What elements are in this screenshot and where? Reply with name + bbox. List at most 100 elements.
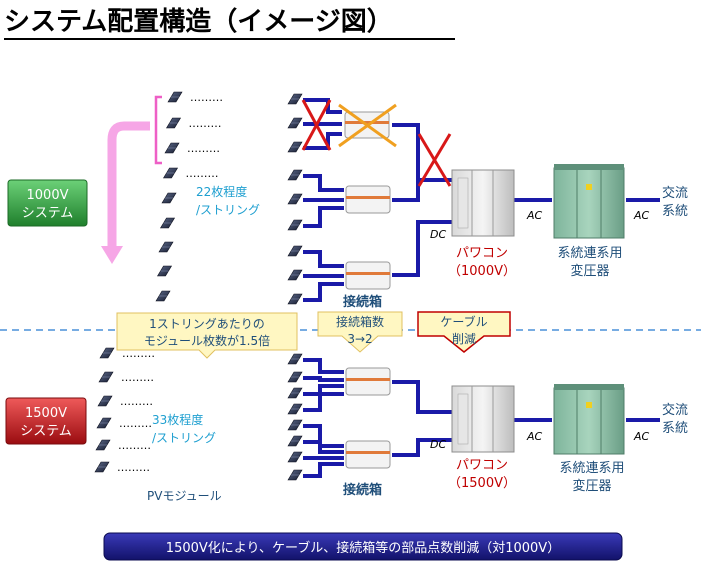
pv-panel-icon bbox=[99, 347, 115, 359]
junction-box-1500-a bbox=[345, 367, 391, 396]
page-title: システム配置構造（イメージ図） bbox=[4, 7, 393, 37]
ac-label-1500-a: AC bbox=[526, 430, 543, 443]
transformer-1000-line2: 変圧器 bbox=[570, 263, 609, 279]
strings-note-1000-line2: /ストリング bbox=[196, 203, 260, 217]
string-ellipsis: ……… bbox=[189, 117, 222, 130]
transformer-1000 bbox=[553, 164, 625, 239]
pv-panel-icon bbox=[158, 241, 174, 253]
wiring-1000 bbox=[303, 98, 660, 302]
pv-panel-icon bbox=[287, 353, 303, 365]
pv-panel-icon bbox=[287, 141, 303, 153]
pv-strings-1500-right bbox=[287, 353, 303, 481]
pv-panel-icon bbox=[157, 265, 172, 277]
pv-panel-icon bbox=[160, 217, 175, 229]
pv-panel-icon bbox=[287, 371, 303, 383]
pv-panel-icon bbox=[164, 142, 180, 154]
summary-text: 1500V化により、ケーブル、接続箱等の部品点数削減（対1000V） bbox=[166, 540, 560, 556]
callout-cable-line1: ケーブル bbox=[440, 314, 487, 329]
pv-panel-icon bbox=[96, 417, 112, 429]
callout-modules-per-string: 1ストリングあたりの モジュール枚数が1.5倍 bbox=[116, 312, 298, 359]
dc-label-1000: DC bbox=[430, 228, 446, 241]
pv-panel-icon bbox=[287, 169, 303, 181]
transformer-1500 bbox=[553, 384, 625, 455]
pink-arrow-head bbox=[101, 246, 123, 264]
junction-box-1500-label: 接続箱 bbox=[343, 482, 382, 498]
pcs-1000-voltage: （1000V） bbox=[448, 264, 516, 279]
pcs-1500-label: パワコン bbox=[456, 458, 508, 473]
string-ellipsis: ……… bbox=[187, 142, 220, 155]
pv-panel-icon bbox=[287, 451, 303, 463]
pv-panel-icon bbox=[155, 290, 171, 302]
badge-1500v: 1500V システム bbox=[5, 397, 87, 445]
string-ellipsis: ……… bbox=[121, 371, 154, 384]
pv-strings-1500-left: ……………………………………………… bbox=[94, 347, 155, 474]
strings-note-1000-line1: 22枚程度 bbox=[196, 184, 247, 199]
string-ellipsis: ……… bbox=[120, 395, 153, 408]
ac-label-1000-b: AC bbox=[633, 209, 650, 222]
removed-wiring-cross bbox=[301, 99, 452, 187]
grid-1500-line2: 系統 bbox=[662, 421, 688, 436]
pv-panel-icon bbox=[161, 192, 177, 204]
transformer-1500-line1: 系統連系用 bbox=[559, 461, 624, 476]
badge-1000v-line1: 1000V bbox=[27, 188, 69, 203]
callout-cable-line2: 削減 bbox=[452, 331, 476, 346]
string-ellipsis: ……… bbox=[119, 417, 152, 430]
pv-panel-icon bbox=[287, 245, 303, 257]
pv-panel-icon bbox=[287, 435, 303, 447]
badge-1500v-line1: 1500V bbox=[25, 406, 67, 421]
strings-note-1500-line2: /ストリング bbox=[152, 431, 216, 445]
string-ellipsis: ……… bbox=[190, 91, 223, 104]
pv-panel-icon bbox=[166, 117, 181, 129]
pv-panel-icon bbox=[287, 387, 303, 399]
badge-1000v-line2: システム bbox=[22, 206, 74, 221]
pv-strings-1000-left: ……… ……… ……… ……… bbox=[155, 91, 223, 302]
pv-panel-icon bbox=[287, 117, 303, 129]
callout-junction-count: 接続箱数 3→2 bbox=[317, 311, 403, 353]
summary-bar: 1500V化により、ケーブル、接続箱等の部品点数削減（対1000V） bbox=[103, 532, 623, 561]
junction-box-1000-removed bbox=[338, 103, 397, 148]
pv-panel-icon bbox=[287, 219, 303, 231]
callout-modules-line1: 1ストリングあたりの bbox=[149, 317, 265, 331]
grid-1500-line1: 交流 bbox=[662, 402, 688, 418]
grid-1000-line2: 系統 bbox=[662, 204, 688, 219]
callout-junction-line1: 接続箱数 bbox=[336, 314, 384, 329]
pv-panel-icon bbox=[287, 93, 303, 105]
pcs-1500-voltage: （1500V） bbox=[448, 476, 516, 491]
ac-label-1000-a: AC bbox=[526, 209, 543, 222]
pv-strings-1000-right bbox=[287, 93, 303, 305]
wiring-1500 bbox=[303, 358, 660, 478]
junction-box-1000-a bbox=[345, 185, 391, 214]
junction-box-1500-b bbox=[345, 440, 391, 469]
pv-panel-icon bbox=[287, 469, 303, 481]
junction-box-1000-b bbox=[345, 261, 391, 290]
ac-label-1500-b: AC bbox=[633, 430, 650, 443]
callout-cable-reduction: ケーブル 削減 bbox=[417, 311, 511, 353]
grid-1000-line1: 交流 bbox=[662, 185, 688, 201]
junction-box-1000-label: 接続箱 bbox=[343, 294, 382, 310]
pcs-1500 bbox=[451, 385, 515, 453]
badge-1000v: 1000V システム bbox=[7, 179, 88, 227]
strings-note-1500-line1: 33枚程度 bbox=[152, 412, 203, 427]
string-ellipsis: ……… bbox=[118, 439, 151, 452]
transformer-1000-line1: 系統連系用 bbox=[557, 246, 622, 261]
string-bracket bbox=[154, 95, 162, 165]
pv-panel-icon bbox=[287, 193, 303, 205]
pv-panel-icon bbox=[287, 403, 303, 415]
transformer-1500-line2: 変圧器 bbox=[572, 478, 611, 494]
pv-panel-icon bbox=[287, 269, 303, 281]
pv-panel-icon bbox=[97, 395, 113, 407]
pv-panel-icon bbox=[287, 293, 303, 305]
pv-panel-icon bbox=[287, 419, 303, 431]
pv-module-label: PVモジュール bbox=[147, 489, 222, 503]
badge-1500v-line2: システム bbox=[20, 424, 72, 439]
pv-panel-icon bbox=[167, 91, 183, 103]
pv-panel-icon bbox=[163, 167, 178, 179]
string-ellipsis: ……… bbox=[186, 167, 219, 180]
callout-junction-line2: 3→2 bbox=[347, 332, 372, 346]
pink-arrow-shaft bbox=[107, 121, 150, 248]
pv-panel-icon bbox=[98, 371, 114, 383]
pv-panel-icon bbox=[94, 461, 110, 473]
pv-panel-icon bbox=[95, 439, 111, 451]
dc-label-1500: DC bbox=[430, 438, 446, 451]
